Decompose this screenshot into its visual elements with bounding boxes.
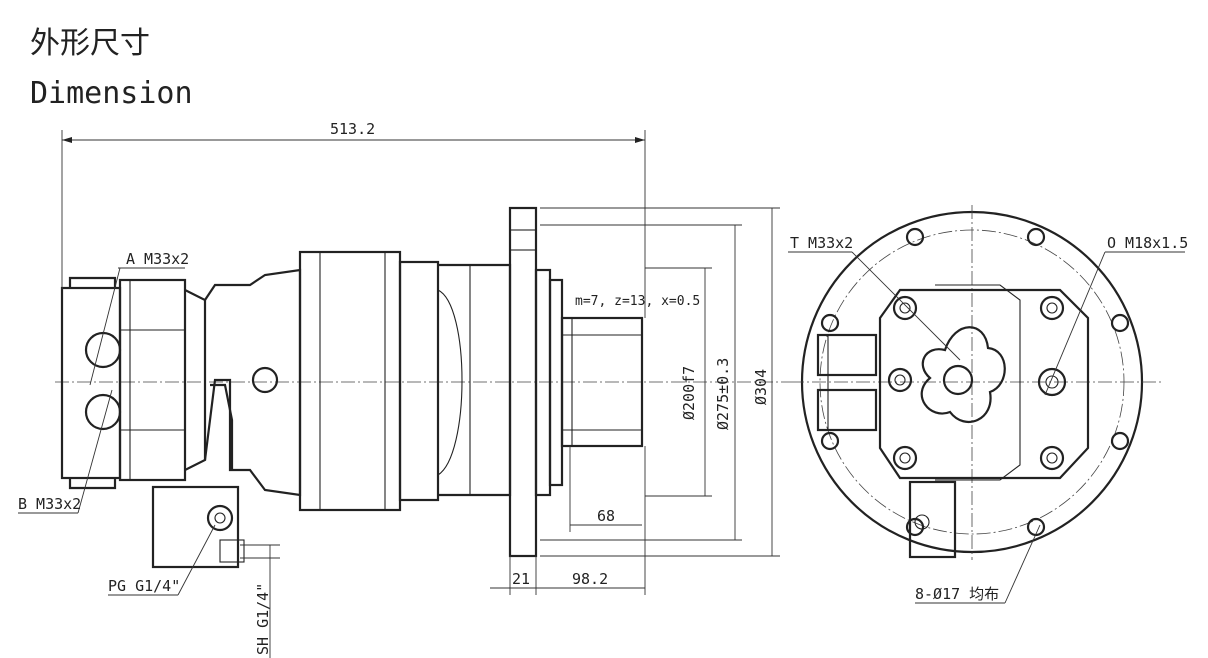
side-view: 513.2 21 98.2 68 Ø200f7 Ø275±0.3 Ø304 m=…	[18, 120, 790, 658]
mounting-holes	[820, 227, 1130, 537]
dim-flange-thickness: 21	[512, 570, 530, 588]
dim-shaft-length: 98.2	[572, 570, 608, 588]
dim-flange-dia: Ø304	[752, 369, 770, 405]
port-b-label: B M33x2	[18, 495, 81, 513]
dim-overall-label: 513.2	[330, 120, 375, 138]
pg-sh-block	[151, 485, 280, 569]
trefoil-boss	[920, 326, 1006, 423]
valve-block	[60, 276, 207, 490]
dim-spline-length: 68	[597, 507, 615, 525]
port-a-label: A M33x2	[126, 250, 189, 268]
output-shaft	[560, 316, 644, 448]
port-sh-label: SH G1/4"	[254, 583, 272, 655]
heading-cn: 外形尺寸	[30, 26, 150, 61]
port-t-label: T M33x2	[790, 234, 853, 252]
port-a-hole	[84, 331, 122, 369]
port-b-hole	[84, 393, 122, 431]
end-view: T M33x2 O M18x1.5 8-Ø17 均布	[788, 205, 1188, 604]
dim-bolt-circle: Ø275±0.3	[714, 358, 732, 430]
port-pg-label: PG G1/4"	[108, 577, 180, 595]
heading-en: Dimension	[30, 76, 193, 111]
gear-spec: m=7, z=13, x=0.5	[575, 294, 700, 309]
motor-housing	[298, 250, 512, 512]
dim-pilot: Ø200f7	[680, 366, 698, 420]
holes-label: 8-Ø17 均布	[915, 585, 999, 603]
port-o-label: O M18x1.5	[1107, 234, 1188, 252]
